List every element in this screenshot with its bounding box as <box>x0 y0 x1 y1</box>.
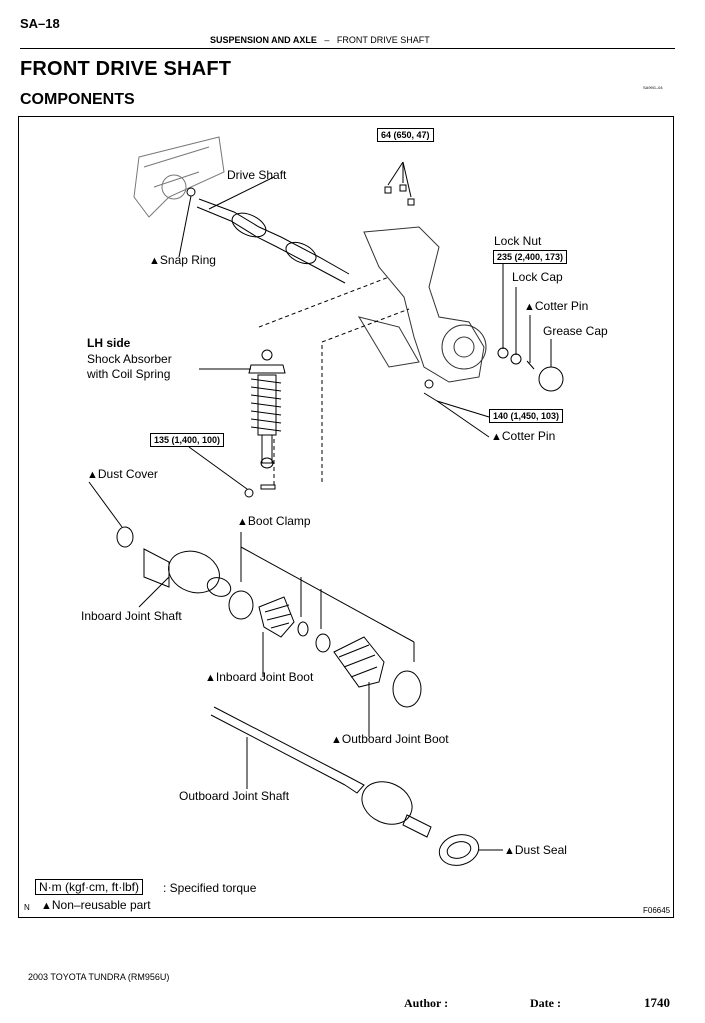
steering-knuckle-part <box>357 226 487 383</box>
label-dust-seal: ▲Dust Seal <box>504 843 567 857</box>
label-outboard-joint-shaft: Outboard Joint Shaft <box>179 789 290 803</box>
cotter-pin-part <box>526 360 535 370</box>
boot-clamp-3 <box>315 633 331 653</box>
running-header: SUSPENSION AND AXLE – FRONT DRIVE SHAFT <box>210 35 430 45</box>
label-lock-cap: Lock Cap <box>512 270 563 284</box>
inboard-boot-part <box>258 596 295 638</box>
torque-box-64: 64 (650, 47) <box>377 128 434 142</box>
components-figure: 64 (650, 47) Drive Shaft ▲Snap Ring Lock… <box>18 116 674 918</box>
section-code: SA99G–04 <box>643 85 663 90</box>
non-reusable-icon: ▲ <box>87 469 98 481</box>
exploded-diagram <box>88 136 564 866</box>
page-subtitle: COMPONENTS <box>20 91 135 108</box>
dust-seal-part <box>438 834 480 866</box>
label-inboard-joint-boot: ▲Inboard Joint Boot <box>205 670 314 684</box>
t135-leader <box>188 446 248 490</box>
subsection-name: FRONT DRIVE SHAFT <box>336 35 430 45</box>
non-reusable-icon: ▲ <box>41 900 52 912</box>
inboard-shaft-leader <box>138 576 170 608</box>
boot-clamp-4 <box>392 670 422 708</box>
lock-nut-part <box>497 347 509 359</box>
label-inboard-joint-shaft: Inboard Joint Shaft <box>81 609 182 623</box>
frame-sketch <box>133 136 225 218</box>
page-code: SA–18 <box>20 16 60 31</box>
label-lh-side: LH side <box>87 336 131 350</box>
lock-cap-part <box>510 353 522 365</box>
lower-nut-part <box>424 379 434 389</box>
boot-clamp-leaders <box>240 532 415 662</box>
knuckle-bolts <box>384 161 415 206</box>
label-cotter-pin-lower: ▲Cotter Pin <box>491 429 556 443</box>
non-reusable-icon: ▲ <box>331 734 342 746</box>
inboard-joint-shaft-part <box>143 548 232 597</box>
page-title: FRONT DRIVE SHAFT <box>20 58 232 80</box>
label-cotter-pin-upper: ▲Cotter Pin <box>524 299 589 313</box>
label-dust-cover: ▲Dust Cover <box>87 467 158 481</box>
grease-cap-part <box>538 366 564 392</box>
n-mark: N <box>24 903 30 912</box>
footer-date: Date : <box>530 996 561 1010</box>
footer-model: 2003 TOYOTA TUNDRA (RM956U) <box>28 972 170 982</box>
drive-shaft-part <box>196 198 350 284</box>
label-shock-absorber: Shock Absorber <box>87 352 172 366</box>
non-reusable-icon: ▲ <box>524 301 535 313</box>
boot-clamp-1 <box>228 590 254 620</box>
figure-code: F06645 <box>643 906 671 915</box>
legend-torque-unit: N·m (kgf·cm, ft·lbf) <box>35 879 143 895</box>
alignment-lines <box>258 276 410 485</box>
torque-box-235: 235 (2,400, 173) <box>493 250 568 264</box>
legend-non-reusable: ▲Non–reusable part <box>41 898 151 912</box>
legend-torque-text: : Specified torque <box>163 881 257 895</box>
snap-ring-leader <box>178 195 192 258</box>
header-separator: – <box>324 35 330 45</box>
non-reusable-icon: ▲ <box>205 672 216 684</box>
non-reusable-icon: ▲ <box>491 431 502 443</box>
footer-author: Author : <box>404 996 449 1010</box>
boot-clamp-2 <box>297 621 309 637</box>
label-drive-shaft: Drive Shaft <box>227 168 287 182</box>
shock-absorber-part <box>244 349 286 498</box>
outboard-joint-shaft-part <box>210 706 432 838</box>
non-reusable-icon: ▲ <box>504 845 515 857</box>
label-boot-clamp: ▲Boot Clamp <box>237 514 311 528</box>
section-name: SUSPENSION AND AXLE <box>210 35 317 45</box>
snap-ring-part <box>186 187 196 197</box>
label-lock-nut: Lock Nut <box>494 234 542 248</box>
non-reusable-icon: ▲ <box>237 516 248 528</box>
label-coil-spring: with Coil Spring <box>87 367 171 381</box>
dust-cover-part <box>116 526 134 548</box>
label-snap-ring: ▲Snap Ring <box>149 253 216 267</box>
label-grease-cap: Grease Cap <box>543 324 608 338</box>
label-outboard-joint-boot: ▲Outboard Joint Boot <box>331 732 449 746</box>
non-reusable-icon: ▲ <box>149 255 160 267</box>
header-rule <box>20 48 675 49</box>
page-number: 1740 <box>644 995 670 1010</box>
outboard-boot-part <box>333 636 385 688</box>
torque-box-140: 140 (1,450, 103) <box>489 409 564 423</box>
torque-box-135: 135 (1,400, 100) <box>150 433 225 447</box>
drive-shaft-leader <box>208 176 275 210</box>
